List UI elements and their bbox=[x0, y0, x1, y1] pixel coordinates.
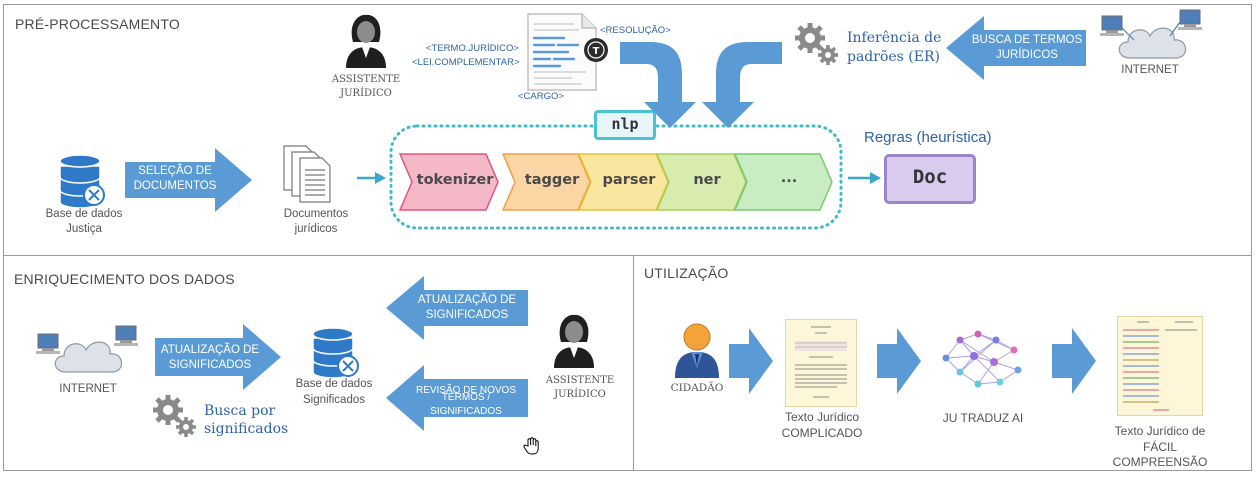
revisao-line2: TERMOS / SIGNIFICADOS bbox=[406, 392, 526, 417]
revisao-arrow-shape bbox=[386, 365, 528, 431]
assistant-bottom-line1: ASSISTENTE bbox=[545, 375, 615, 386]
gears-icon bbox=[153, 395, 196, 437]
assistant-person-icon bbox=[554, 314, 594, 368]
documents-icon bbox=[283, 145, 331, 203]
regras-label: Regras (heurística) bbox=[864, 129, 992, 146]
busca-termos-arrow-shape bbox=[946, 16, 1086, 80]
busca-significados-line2: significados bbox=[204, 421, 289, 437]
svg-text:T: T bbox=[593, 46, 600, 57]
database-x-icon bbox=[59, 154, 105, 209]
er-down-arrow bbox=[702, 42, 782, 128]
doc-box bbox=[884, 154, 976, 204]
preprocessing-title: PRÉ-PROCESSAMENTO bbox=[15, 16, 180, 32]
db-significados-line2: Significados bbox=[302, 394, 365, 406]
texto-facil-line2: FÁCIL COMPREENSÃO bbox=[1112, 440, 1208, 469]
db-justica-label-line2: Justiça bbox=[66, 223, 102, 235]
hand-cursor-icon bbox=[523, 437, 539, 455]
tag-cargo: <CARGO> bbox=[518, 91, 564, 102]
atualizacao-right-arrow-shape bbox=[386, 276, 528, 340]
gears-icon bbox=[795, 23, 838, 65]
db-justica-label-line1: Base de dados bbox=[45, 208, 123, 220]
assistant-top-line1: ASSISTENTE bbox=[331, 74, 401, 85]
assistant-bottom-line2: JURÍDICO bbox=[554, 389, 606, 400]
cloud-network-icon bbox=[1100, 9, 1202, 59]
pipeline-to-doc-arrow bbox=[848, 172, 881, 184]
database-x-icon bbox=[312, 327, 359, 379]
busca-termos-line2: JURÍDICOS bbox=[996, 49, 1058, 61]
selecao-label-line1: SELEÇÃO DE bbox=[138, 165, 212, 177]
tag-resolucao: <RESOLUÇÃO> bbox=[600, 25, 671, 36]
texto-complicado-line2: COMPLICADO bbox=[781, 426, 863, 440]
inferencia-line2: padrões (ER) bbox=[847, 49, 940, 65]
internet-bottom-label: INTERNET bbox=[59, 383, 117, 395]
assistant-top-line2: JURÍDICO bbox=[340, 88, 392, 99]
doc-label: Doc bbox=[912, 166, 948, 188]
selecao-label-line2: DOCUMENTOS bbox=[133, 180, 217, 192]
inferencia-line1: Inferência de bbox=[847, 30, 942, 46]
busca-termos-line1: BUSCA DE TERMOS bbox=[971, 34, 1083, 46]
selecao-arrow-shape bbox=[125, 148, 252, 212]
texto-facil-line1: Texto Jurídico de bbox=[1114, 424, 1206, 438]
text-to-ai-arrow bbox=[877, 328, 921, 394]
annotation-down-arrow bbox=[620, 42, 696, 128]
citizen-to-text-arrow bbox=[729, 328, 773, 394]
tag-lei: <LEI.COMPLEMENTAR> bbox=[412, 57, 520, 68]
tag-termo: <TERMO.JURÍDICO> bbox=[426, 43, 519, 54]
db-significados-line1: Base de dados bbox=[295, 378, 373, 390]
complicated-text-lines bbox=[795, 326, 847, 398]
busca-significados-line1: Busca por bbox=[204, 403, 276, 419]
atualizacao-right-line1: ATUALIZAÇÃO DE bbox=[417, 294, 517, 306]
docs-to-pipeline-arrow bbox=[357, 172, 386, 184]
stage-ner: ner bbox=[693, 172, 721, 188]
atualizacao-left-arrow-shape bbox=[155, 324, 281, 390]
atualizacao-left-line1: ATUALIZAÇÃO DE bbox=[160, 344, 260, 356]
docs-label-line2: jurídicos bbox=[294, 223, 338, 235]
stage-tagger: tagger bbox=[524, 172, 580, 188]
enrichment-title: ENRIQUECIMENTO DOS DADOS bbox=[14, 271, 235, 287]
cloud-network-icon bbox=[36, 325, 138, 373]
citizen-icon bbox=[675, 323, 719, 378]
annotated-document-icon: T bbox=[527, 13, 608, 91]
nlp-label: nlp bbox=[611, 115, 639, 133]
revisao-line1: REVISÃO DE NOVOS bbox=[415, 384, 517, 396]
easy-text-lines bbox=[1123, 321, 1197, 411]
atualizacao-left-line2: SIGNIFICADOS bbox=[168, 359, 252, 371]
neural-network-icon bbox=[942, 330, 1022, 388]
texto-complicado-line1: Texto Jurídico bbox=[784, 410, 860, 424]
ju-traduz-label: JU TRADUZ AI bbox=[942, 411, 1024, 425]
cidadao-label: CIDADÃO bbox=[670, 382, 724, 394]
complicated-text-thumbnail bbox=[785, 319, 857, 407]
stage-parser: parser bbox=[602, 172, 656, 188]
atualizacao-right-line2: SIGNIFICADOS bbox=[425, 309, 509, 321]
usage-title: UTILIZAÇÃO bbox=[644, 265, 729, 281]
stage-tokenizer: tokenizer bbox=[416, 172, 494, 188]
nlp-label-box bbox=[594, 110, 656, 140]
assistant-person-icon bbox=[346, 14, 386, 68]
docs-label-line1: Documentos bbox=[283, 208, 349, 220]
stage-ellipsis: ... bbox=[780, 170, 798, 186]
ai-to-easy-text-arrow bbox=[1052, 328, 1096, 394]
internet-top-label: INTERNET bbox=[1121, 64, 1179, 76]
pipeline-stages-shapes bbox=[398, 153, 833, 211]
